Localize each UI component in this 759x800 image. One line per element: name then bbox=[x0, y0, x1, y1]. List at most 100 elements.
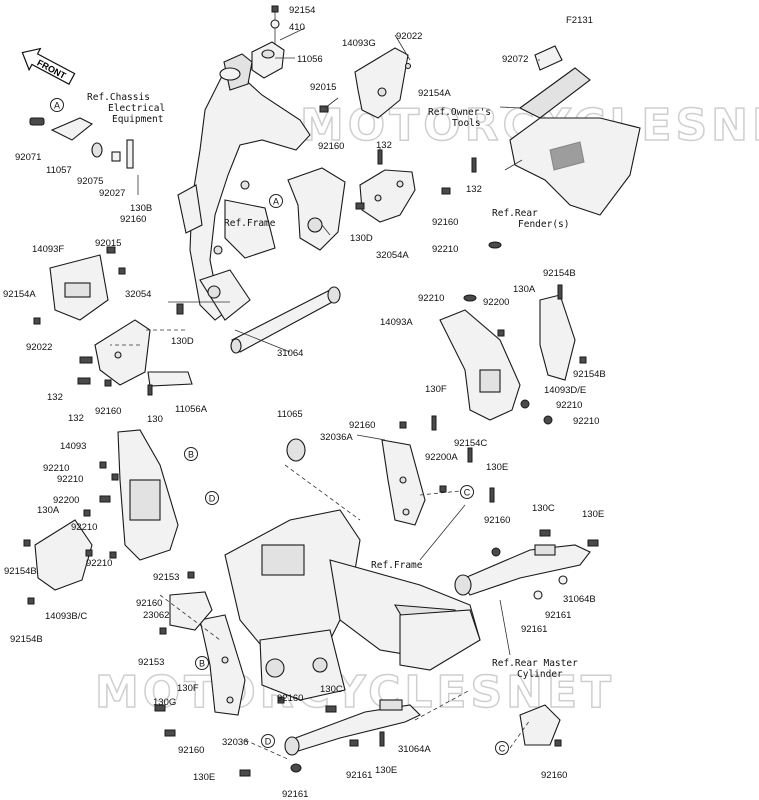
svg-text:D: D bbox=[265, 737, 272, 747]
part-label: 11056A bbox=[175, 404, 208, 415]
front-arrow-icon: FRONT bbox=[21, 47, 76, 85]
part-label: 31064B bbox=[563, 594, 596, 605]
bolt-92154-drawing bbox=[270, 5, 280, 45]
part-label: 92210 bbox=[418, 293, 444, 304]
part-label: 92160 bbox=[349, 420, 375, 431]
figure-code: F2131 bbox=[566, 15, 593, 26]
cover-14093A-drawing bbox=[439, 309, 521, 421]
part-label: 130F bbox=[177, 683, 199, 694]
part-label: 132 bbox=[47, 392, 63, 403]
bracket-23062-drawing bbox=[169, 591, 213, 631]
part-label: 92160 bbox=[541, 770, 567, 781]
part-label: 92210 bbox=[86, 558, 112, 569]
part-label: 32054A bbox=[376, 250, 409, 261]
part-label: 92072 bbox=[502, 54, 528, 65]
part-label: 14093F bbox=[32, 244, 64, 255]
part-label: 92022 bbox=[396, 31, 422, 42]
part-label: 130B bbox=[130, 203, 152, 214]
part-label: 92210 bbox=[43, 463, 69, 474]
part-label: 92160 bbox=[432, 217, 458, 228]
part-label: 14093A bbox=[380, 317, 413, 328]
part-label: 92075 bbox=[77, 176, 103, 187]
part-label: 92154B bbox=[10, 634, 43, 645]
part-label: 92161 bbox=[545, 610, 571, 621]
fasteners-drawing bbox=[23, 105, 599, 777]
part-label: 92160 bbox=[318, 141, 344, 152]
callout-c-1: C bbox=[460, 485, 474, 499]
master-cylinder-bracket-drawing bbox=[519, 704, 561, 746]
part-label: 92154A bbox=[418, 88, 451, 99]
watermark-bottom: MOTORCYCLESNET bbox=[95, 667, 615, 718]
pipe-31064-drawing bbox=[230, 286, 341, 354]
part-label: 11057 bbox=[46, 165, 72, 176]
part-label: 32036A bbox=[320, 432, 353, 443]
callout-d-1: D bbox=[205, 491, 219, 505]
cover-14093B-drawing bbox=[34, 519, 93, 591]
part-label: 92154B bbox=[573, 369, 606, 380]
tool-case-drawing bbox=[518, 67, 591, 119]
ref-owners-tools: Ref.Owner's Tools bbox=[428, 107, 491, 129]
part-label: 92160 bbox=[178, 745, 204, 756]
ref-rear-fender: Ref.Rear Fender(s) bbox=[492, 208, 569, 230]
part-label: 32054 bbox=[125, 289, 151, 300]
part-label: 23062 bbox=[143, 610, 169, 621]
callout-b-1: B bbox=[184, 447, 198, 461]
footrest-31064B-drawing bbox=[454, 544, 591, 596]
part-label: 92160 bbox=[95, 406, 121, 417]
part-label: 132 bbox=[68, 413, 84, 424]
bracket-32054-drawing bbox=[94, 319, 151, 386]
part-label: 92153 bbox=[153, 572, 179, 583]
part-label: 132 bbox=[376, 140, 392, 151]
part-label: 92210 bbox=[57, 474, 83, 485]
part-label: 92161 bbox=[346, 770, 372, 781]
bracket-11056A-drawing bbox=[147, 371, 193, 387]
svg-text:Ref.Chassis: Ref.Chassis bbox=[87, 92, 150, 103]
svg-text:Tools: Tools bbox=[452, 118, 481, 129]
part-label: 92015 bbox=[95, 238, 121, 249]
bracket-32036-drawing bbox=[199, 614, 246, 716]
part-label: 92210 bbox=[556, 400, 582, 411]
svg-text:B: B bbox=[188, 450, 194, 460]
part-label: 130A bbox=[513, 284, 536, 295]
callout-a-1: A bbox=[50, 98, 64, 112]
part-label: 130D bbox=[171, 336, 194, 347]
part-label: 92154C bbox=[454, 438, 487, 449]
part-label: 11056 bbox=[297, 54, 323, 65]
part-label: 130 bbox=[147, 414, 163, 425]
rear-fender-drawing bbox=[509, 117, 641, 216]
ref-frame-top: Ref.Frame bbox=[224, 218, 276, 229]
part-label: 132 bbox=[466, 184, 482, 195]
part-label: 14093G bbox=[342, 38, 376, 49]
part-label: 92160 bbox=[136, 598, 162, 609]
part-label: 130E bbox=[375, 765, 397, 776]
svg-text:Ref.Rear: Ref.Rear bbox=[492, 208, 538, 219]
ref-frame-mid: Ref.Frame bbox=[371, 560, 423, 571]
svg-text:Ref.Owner's: Ref.Owner's bbox=[428, 107, 491, 118]
callout-b-2: B bbox=[195, 656, 209, 670]
svg-text:Fender(s): Fender(s) bbox=[518, 219, 569, 230]
svg-text:A: A bbox=[54, 101, 60, 111]
part-label: 130E bbox=[582, 509, 604, 520]
part-label: 130E bbox=[486, 462, 508, 473]
part-label: 92161 bbox=[521, 624, 547, 635]
cover-14093G-drawing bbox=[354, 47, 409, 119]
part-label: 130E bbox=[193, 772, 215, 783]
part-label: 130C bbox=[320, 684, 343, 695]
svg-text:D: D bbox=[209, 494, 216, 504]
part-label: 31064 bbox=[277, 348, 303, 359]
part-label: 31064A bbox=[398, 744, 431, 755]
ref-chassis-electrical: Ref.Chassis Electrical Equipment bbox=[87, 92, 165, 125]
part-label: 11065 bbox=[277, 409, 303, 420]
part-label: 130F bbox=[425, 384, 447, 395]
part-label: 410 bbox=[289, 22, 305, 33]
svg-text:C: C bbox=[499, 744, 506, 754]
callout-a-2: A bbox=[269, 194, 283, 208]
part-label: 92161 bbox=[282, 789, 308, 800]
svg-text:Cylinder: Cylinder bbox=[517, 669, 563, 680]
part-label: 92154 bbox=[289, 5, 315, 16]
part-label: 14093B/C bbox=[45, 611, 87, 622]
part-label: 92015 bbox=[310, 82, 336, 93]
part-label: 32036 bbox=[222, 737, 248, 748]
